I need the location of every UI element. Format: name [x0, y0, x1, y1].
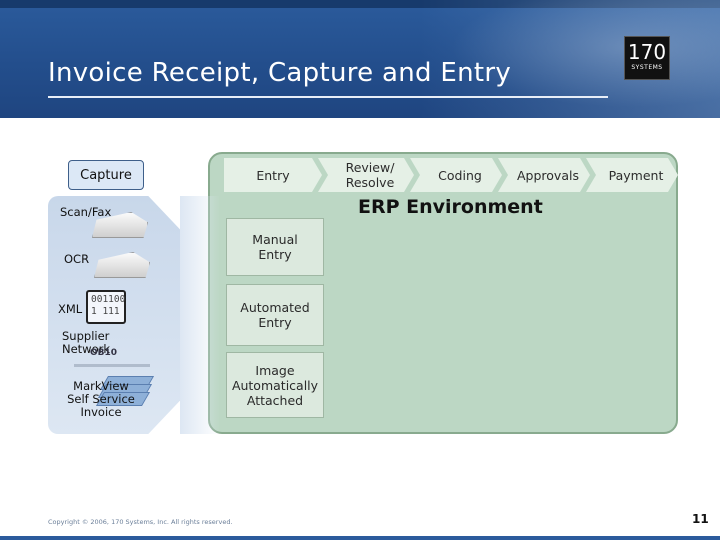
ob10-underline [74, 364, 150, 367]
manual-entry-box: Manual Entry [226, 218, 324, 276]
bottom-rule [0, 536, 720, 540]
xml-code: 001100 1 111 [91, 294, 126, 317]
logo-subtext: SYSTEMS [631, 64, 663, 71]
step-coding: Coding [410, 158, 502, 192]
source-xml: XML [58, 302, 83, 316]
step-review-resolve: Review/ Resolve [318, 158, 414, 192]
erp-environment-title: ERP Environment [358, 196, 543, 218]
header-stripe [0, 0, 720, 8]
source-markview: MarkView Self Service Invoice [67, 379, 135, 419]
capture-label: Capture [68, 160, 144, 190]
step-approvals: Approvals [498, 158, 590, 192]
slide-title: Invoice Receipt, Capture and Entry [48, 58, 512, 88]
automated-entry-box: Automated Entry [226, 284, 324, 346]
header-decoration [420, 0, 720, 118]
logo-number: 170 [627, 40, 667, 64]
header-band [0, 0, 720, 118]
company-logo: 170 SYSTEMS [624, 36, 670, 80]
source-ocr: OCR [64, 252, 90, 266]
step-payment: Payment [586, 158, 678, 192]
source-supplier-network: Supplier Network [62, 329, 111, 356]
page-number: 11 [692, 512, 709, 526]
ob10-logo: OB10 [90, 348, 118, 358]
source-scan-fax: Scan/Fax [60, 205, 112, 219]
step-entry: Entry [224, 158, 322, 192]
xml-code-icon [86, 290, 126, 324]
panel-fade [180, 196, 220, 434]
image-attached-box: Image Automatically Attached [226, 352, 324, 418]
title-underline [48, 96, 608, 98]
copyright-footer: Copyright © 2006, 170 Systems, Inc. All … [48, 518, 233, 526]
